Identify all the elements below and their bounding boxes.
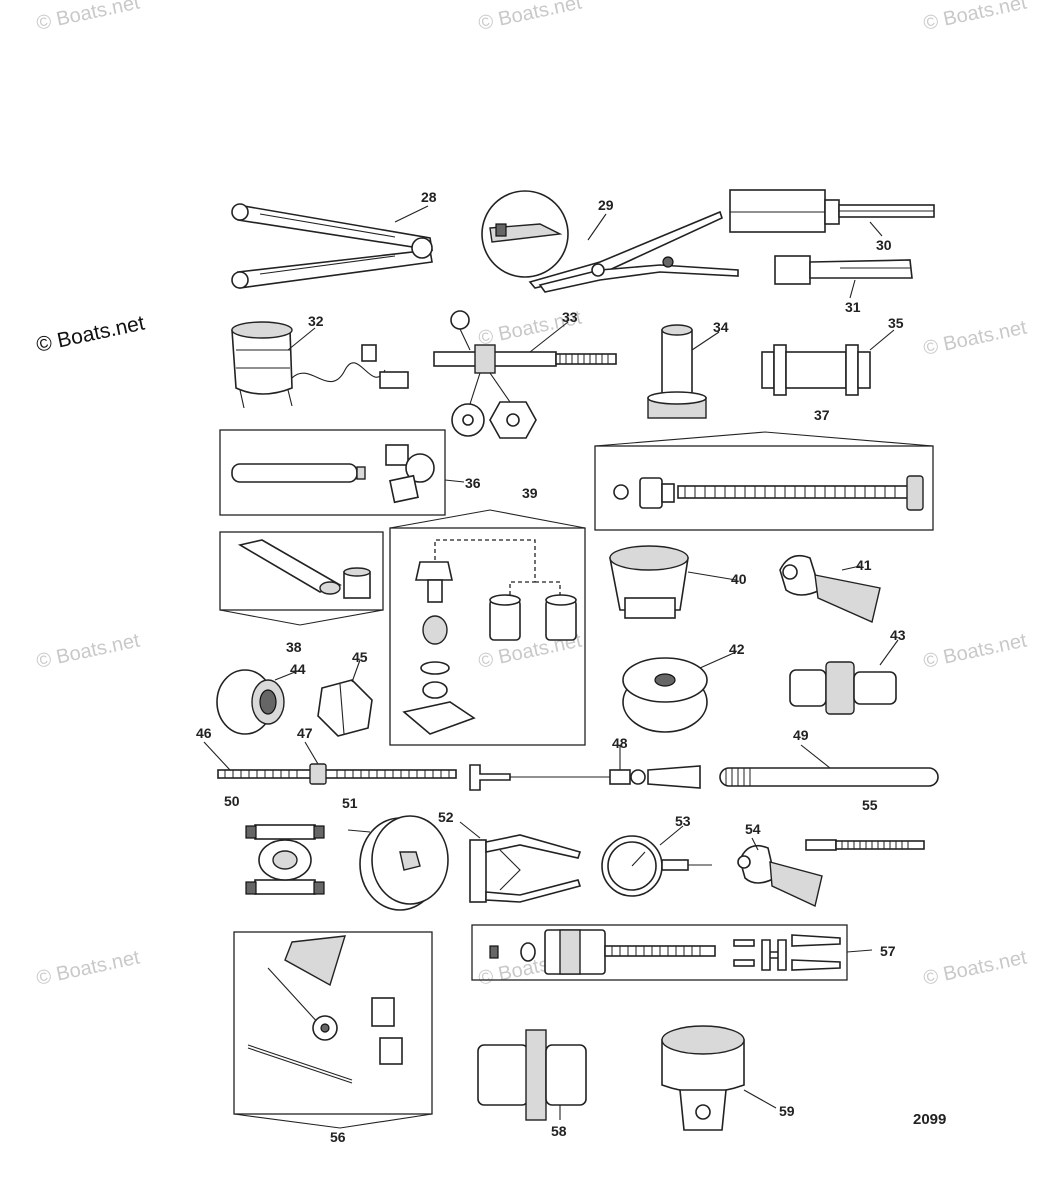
part-36-tool-set	[219, 429, 446, 516]
leader-lines	[203, 205, 899, 1120]
part-48-tool	[469, 764, 701, 791]
part-58-tool	[477, 1029, 587, 1121]
callout-37: 37	[814, 407, 830, 423]
watermark-faint: © Boats.net	[921, 316, 1029, 359]
callout-43: 43	[890, 627, 906, 643]
part-29-snap-ring-pliers	[481, 190, 739, 293]
callout-51: 51	[342, 795, 358, 811]
watermark-faint: © Boats.net	[34, 946, 142, 989]
part-35-tool	[761, 344, 871, 396]
callout-38: 38	[286, 639, 302, 655]
watermark-faint: © Boats.net	[34, 0, 142, 35]
part-43-tool	[789, 661, 897, 715]
callout-36: 36	[465, 475, 481, 491]
part-54-clamp	[737, 844, 823, 907]
part-49-rod	[719, 767, 939, 787]
callout-31: 31	[845, 299, 861, 315]
part-33-shaft-tool	[433, 310, 617, 439]
callout-30: 30	[876, 237, 892, 253]
watermark-faint: © Boats.net	[921, 629, 1029, 672]
callout-58: 58	[551, 1123, 567, 1139]
part-32-heater	[231, 321, 409, 409]
part-41-clamp	[779, 554, 881, 623]
callout-45: 45	[352, 649, 368, 665]
callout-labels: 28 29 30 31 32 33 34 35 36 37 38 39 40 4…	[196, 189, 906, 1145]
callout-53: 53	[675, 813, 691, 829]
part-28-spanner-wrench	[231, 203, 433, 289]
callout-34: 34	[713, 319, 729, 335]
figure-number: 2099	[913, 1111, 946, 1128]
callout-32: 32	[308, 313, 324, 329]
part-53-dial-indicator	[601, 835, 712, 897]
callout-59: 59	[779, 1103, 795, 1119]
part-46-47-threaded-rod	[217, 763, 457, 785]
watermark-main: © Boats.net	[34, 311, 147, 356]
part-56-tool-set	[233, 931, 433, 1129]
callout-56: 56	[330, 1129, 346, 1145]
callout-57: 57	[880, 943, 896, 959]
watermark-faint: © Boats.net	[476, 0, 584, 35]
part-34-tool	[647, 324, 707, 419]
part-44-tool	[216, 669, 285, 735]
callout-33: 33	[562, 309, 578, 325]
watermark-faint: © Boats.net	[921, 0, 1029, 35]
part-45-tool	[317, 679, 373, 737]
callout-47: 47	[297, 725, 313, 741]
callout-46: 46	[196, 725, 212, 741]
callout-52: 52	[438, 809, 454, 825]
callout-29: 29	[598, 197, 614, 213]
part-42-tool	[622, 657, 708, 733]
part-52-puller	[469, 834, 582, 903]
part-37-tool-set	[594, 431, 934, 531]
callout-39: 39	[522, 485, 538, 501]
part-59-tool	[661, 1025, 745, 1131]
callout-40: 40	[731, 571, 747, 587]
callout-44: 44	[290, 661, 306, 677]
part-30-tool	[729, 189, 935, 233]
part-57-tool-set	[471, 924, 848, 981]
part-50-puller	[245, 824, 325, 895]
callout-49: 49	[793, 727, 809, 743]
part-39-tool-set	[389, 509, 586, 746]
watermark-faint: © Boats.net	[921, 946, 1029, 989]
part-55-threaded-rod	[805, 839, 925, 851]
part-31-tool	[774, 255, 913, 285]
part-51-tool	[359, 815, 449, 911]
part-40-tool	[609, 545, 689, 619]
callout-42: 42	[729, 641, 745, 657]
callout-41: 41	[856, 557, 872, 573]
callout-28: 28	[421, 189, 437, 205]
callout-48: 48	[612, 735, 628, 751]
callout-55: 55	[862, 797, 878, 813]
watermark-faint: © Boats.net	[34, 629, 142, 672]
callout-50: 50	[224, 793, 240, 809]
callout-35: 35	[888, 315, 904, 331]
callout-54: 54	[745, 821, 761, 837]
part-38-tool-set	[219, 531, 384, 626]
